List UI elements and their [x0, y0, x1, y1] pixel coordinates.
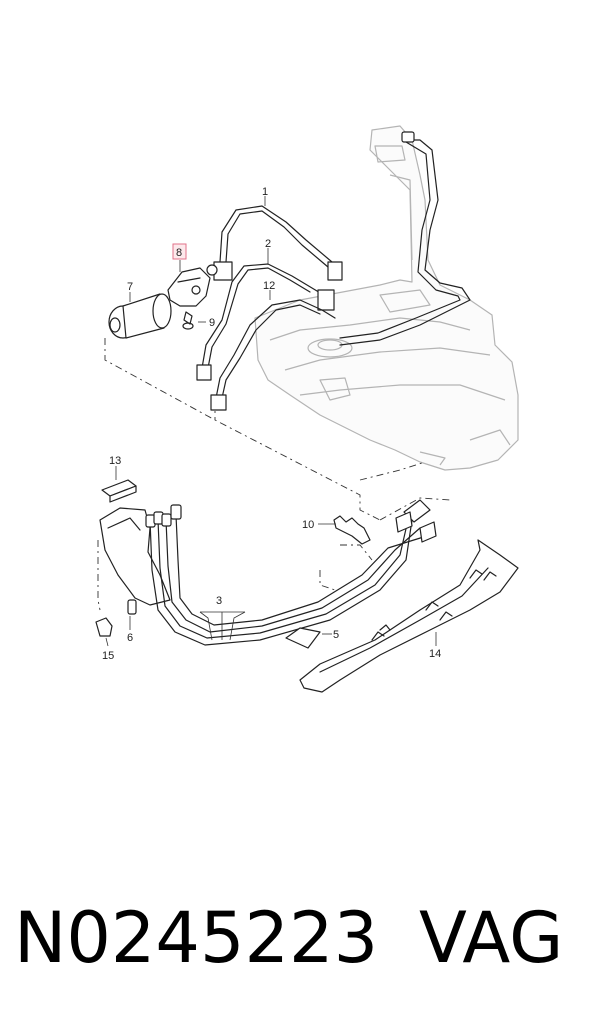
fuel-tank: [254, 125, 519, 471]
callout-9: 9: [209, 317, 215, 329]
callout-8-highlight: [172, 243, 187, 260]
pipe-12: [210, 299, 336, 411]
leader-lines: [105, 196, 437, 647]
brand-name: VAG: [419, 897, 564, 979]
callout-15: 15: [102, 650, 114, 662]
vent-pipe: [339, 131, 471, 346]
underbody-cover: [299, 539, 519, 693]
callout-3: 3: [216, 595, 222, 607]
callout-5: 5: [333, 629, 339, 641]
callout-1: 1: [262, 186, 268, 198]
pipe-1: [213, 205, 343, 281]
callout-6: 6: [127, 632, 133, 644]
callout-10: 10: [302, 519, 314, 531]
protective-cap: [101, 479, 137, 503]
hose-clip: [182, 311, 194, 330]
pipe-2: [196, 263, 335, 381]
foam-pad: [285, 627, 321, 649]
filter-bracket: [167, 264, 218, 307]
callout-2: 2: [265, 238, 271, 250]
small-clip: [95, 617, 113, 637]
callout-8: 8: [176, 247, 182, 259]
pipe-holder: [99, 507, 171, 615]
pipe-bundle-3: [145, 499, 437, 646]
callout-12: 12: [263, 280, 275, 292]
part-number: N0245223: [14, 897, 379, 979]
footer-codes: N0245223 VAG: [0, 888, 600, 988]
callout-7: 7: [127, 281, 133, 293]
callout-14: 14: [429, 648, 441, 660]
pipe-clip-10: [333, 515, 371, 545]
callout-13: 13: [109, 455, 121, 467]
fuel-filter: [108, 293, 172, 339]
